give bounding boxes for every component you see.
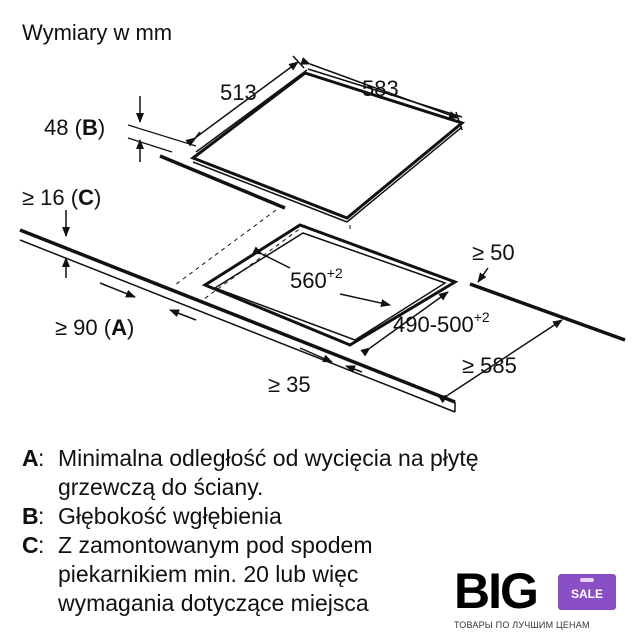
watermark-logo: BIG bbox=[454, 563, 539, 619]
dim-counter-gap: ≥ 16 (C) bbox=[22, 185, 101, 278]
dim-width-top: 513 bbox=[185, 55, 305, 147]
dim-back-clearance: ≥ 50 bbox=[472, 240, 515, 283]
label-depth-top: 583 bbox=[362, 76, 399, 101]
dim-thickness: 48 (B) bbox=[44, 96, 197, 162]
legend-key: A bbox=[22, 445, 39, 471]
sale-tag-icon: SALE bbox=[558, 574, 616, 610]
dim-cutout-width: 560+2 bbox=[252, 246, 391, 307]
countertop bbox=[19, 228, 626, 413]
bottom-plate bbox=[159, 154, 286, 210]
label-wall-distance: ≥ 90 (A) bbox=[55, 315, 134, 340]
dim-wall-distance: ≥ 90 (A) bbox=[55, 282, 197, 340]
label-counter-depth: ≥ 585 bbox=[462, 353, 517, 378]
dim-cutout-depth: 490-500+2 bbox=[360, 291, 490, 357]
label-back-clearance: ≥ 50 bbox=[472, 240, 515, 265]
guide-lines bbox=[174, 209, 351, 303]
label-cutout-width: 560+2 bbox=[290, 265, 343, 293]
legend-item-c: C: Z zamontowanym pod spodem piekarnikie… bbox=[22, 531, 622, 618]
legend: A: Minimalna odległość od wycięcia na pł… bbox=[22, 444, 622, 618]
label-thickness: 48 (B) bbox=[44, 115, 105, 140]
dim-counter-depth: ≥ 585 bbox=[438, 319, 563, 404]
cutout bbox=[201, 223, 459, 347]
label-front-clearance: ≥ 35 bbox=[268, 372, 311, 397]
legend-item-b: B: Głębokość wgłębienia bbox=[22, 502, 622, 531]
watermark-slogan: ТОВАРЫ ПО ЛУЧШИМ ЦЕНАМ bbox=[454, 620, 590, 630]
legend-key: C bbox=[22, 532, 39, 558]
label-width-top: 513 bbox=[220, 80, 257, 105]
legend-item-a: A: Minimalna odległość od wycięcia na pł… bbox=[22, 444, 622, 502]
legend-text: Z zamontowanym pod spodem piekarnikiem m… bbox=[58, 532, 373, 616]
dim-front-clearance: ≥ 35 bbox=[268, 347, 363, 397]
diagram-title: Wymiary w mm bbox=[22, 20, 172, 45]
legend-text: Głębokość wgłębienia bbox=[58, 503, 282, 529]
label-counter-gap: ≥ 16 (C) bbox=[22, 185, 101, 210]
legend-text: Minimalna odległość od wycięcia na płytę… bbox=[58, 445, 479, 500]
big-sale-watermark: BIG SALE ТОВАРЫ ПО ЛУЧШИМ ЦЕНАМ bbox=[446, 560, 640, 640]
label-cutout-depth: 490-500+2 bbox=[393, 309, 490, 337]
legend-key: B bbox=[22, 503, 39, 529]
dim-depth-top: 583 bbox=[300, 57, 463, 131]
